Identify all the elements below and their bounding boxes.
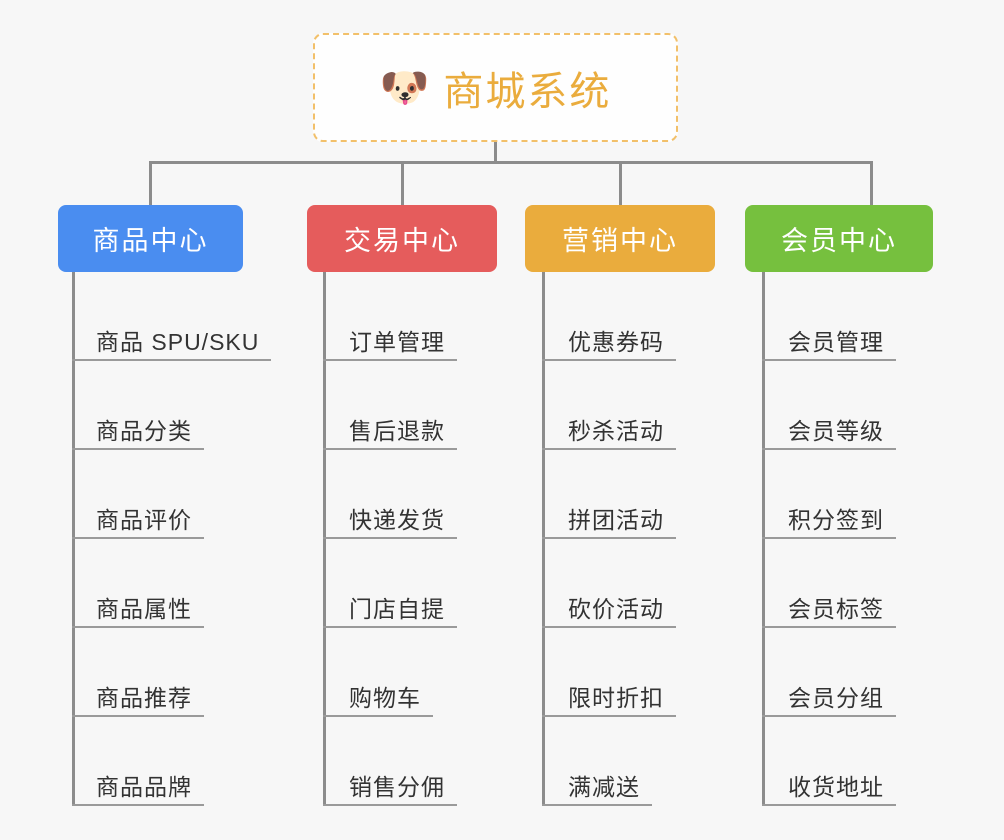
list-item-label: 限时折扣 — [568, 685, 664, 711]
list-item[interactable]: 积分签到 — [745, 450, 933, 539]
list-item[interactable]: 砍价活动 — [525, 539, 715, 628]
list-item[interactable]: 会员等级 — [745, 361, 933, 450]
list-item-label: 售后退款 — [349, 418, 445, 444]
column-2: 交易中心订单管理售后退款快递发货门店自提购物车销售分佣 — [307, 205, 497, 806]
list-item-underline — [762, 804, 896, 806]
column-items-3: 优惠券码秒杀活动拼团活动砍价活动限时折扣满减送 — [525, 272, 715, 806]
connector-drop-3 — [619, 161, 622, 207]
list-item-label: 秒杀活动 — [568, 418, 664, 444]
list-item-underline — [542, 448, 676, 450]
list-item-label: 拼团活动 — [568, 507, 664, 533]
list-item-underline — [762, 715, 896, 717]
list-item-label: 销售分佣 — [349, 774, 445, 800]
list-item-label: 会员分组 — [788, 685, 884, 711]
list-item-label: 商品推荐 — [96, 685, 192, 711]
connector-drop-4 — [870, 161, 873, 207]
tree-trunk-line-4 — [762, 272, 765, 806]
list-item-underline — [72, 804, 204, 806]
list-item[interactable]: 门店自提 — [307, 539, 497, 628]
tree-trunk-line-1 — [72, 272, 75, 806]
list-item[interactable]: 购物车 — [307, 628, 497, 717]
list-item[interactable]: 商品品牌 — [58, 717, 243, 806]
list-item-label: 门店自提 — [349, 596, 445, 622]
column-items-4: 会员管理会员等级积分签到会员标签会员分组收货地址 — [745, 272, 933, 806]
list-item-label: 商品评价 — [96, 507, 192, 533]
list-item[interactable]: 优惠券码 — [525, 272, 715, 361]
column-header-1[interactable]: 商品中心 — [58, 205, 243, 272]
list-item[interactable]: 快递发货 — [307, 450, 497, 539]
list-item[interactable]: 会员标签 — [745, 539, 933, 628]
list-item[interactable]: 限时折扣 — [525, 628, 715, 717]
list-item[interactable]: 售后退款 — [307, 361, 497, 450]
list-item[interactable]: 满减送 — [525, 717, 715, 806]
root-title: 商城系统 — [443, 69, 612, 114]
list-item[interactable]: 会员管理 — [745, 272, 933, 361]
shiba-dog-emoji-icon: 🐶 — [379, 65, 430, 110]
list-item-underline — [72, 715, 204, 717]
column-header-2[interactable]: 交易中心 — [307, 205, 497, 272]
list-item-underline — [762, 537, 896, 539]
list-item-underline — [323, 804, 457, 806]
connector-root-stem — [494, 142, 497, 164]
list-item-underline — [323, 537, 457, 539]
root-node[interactable]: 🐶 商城系统 — [313, 33, 678, 142]
list-item-label: 积分签到 — [788, 507, 884, 533]
list-item-label: 商品品牌 — [96, 774, 192, 800]
list-item-underline — [542, 626, 676, 628]
list-item[interactable]: 商品分类 — [58, 361, 243, 450]
list-item-underline — [762, 359, 896, 361]
list-item-label: 商品分类 — [96, 418, 192, 444]
list-item[interactable]: 销售分佣 — [307, 717, 497, 806]
column-header-3[interactable]: 营销中心 — [525, 205, 715, 272]
list-item[interactable]: 商品推荐 — [58, 628, 243, 717]
list-item-underline — [323, 715, 433, 717]
list-item-label: 快递发货 — [349, 507, 445, 533]
list-item-underline — [72, 359, 271, 361]
list-item-underline — [323, 626, 457, 628]
list-item-underline — [762, 448, 896, 450]
list-item-label: 会员标签 — [788, 596, 884, 622]
connector-horizontal-bar — [149, 161, 872, 164]
list-item-label: 收货地址 — [788, 774, 884, 800]
list-item-label: 满减送 — [568, 774, 640, 800]
tree-trunk-line-3 — [542, 272, 545, 806]
list-item-underline — [542, 537, 676, 539]
list-item-label: 砍价活动 — [568, 596, 664, 622]
list-item-underline — [542, 715, 676, 717]
list-item[interactable]: 收货地址 — [745, 717, 933, 806]
list-item-underline — [72, 448, 204, 450]
column-3: 营销中心优惠券码秒杀活动拼团活动砍价活动限时折扣满减送 — [525, 205, 715, 806]
list-item-label: 会员管理 — [788, 329, 884, 355]
column-items-2: 订单管理售后退款快递发货门店自提购物车销售分佣 — [307, 272, 497, 806]
list-item-label: 商品 SPU/SKU — [96, 329, 260, 355]
list-item-underline — [542, 804, 652, 806]
list-item-underline — [72, 626, 204, 628]
connector-drop-1 — [149, 161, 152, 207]
list-item-label: 商品属性 — [96, 596, 192, 622]
column-1: 商品中心商品 SPU/SKU 商品分类商品评价商品属性商品推荐商品品牌 — [58, 205, 271, 806]
list-item-label: 购物车 — [349, 685, 421, 711]
list-item[interactable]: 商品属性 — [58, 539, 243, 628]
list-item-label: 订单管理 — [349, 329, 445, 355]
list-item[interactable]: 订单管理 — [307, 272, 497, 361]
list-item-label: 会员等级 — [788, 418, 884, 444]
list-item[interactable]: 会员分组 — [745, 628, 933, 717]
list-item-underline — [542, 359, 676, 361]
connector-drop-2 — [401, 161, 404, 207]
list-item-label: 优惠券码 — [568, 329, 664, 355]
column-header-4[interactable]: 会员中心 — [745, 205, 933, 272]
list-item-underline — [72, 537, 204, 539]
column-4: 会员中心会员管理会员等级积分签到会员标签会员分组收货地址 — [745, 205, 933, 806]
list-item[interactable]: 商品评价 — [58, 450, 243, 539]
list-item[interactable]: 拼团活动 — [525, 450, 715, 539]
list-item-underline — [323, 359, 457, 361]
list-item[interactable]: 商品 SPU/SKU — [58, 272, 271, 361]
tree-trunk-line-2 — [323, 272, 326, 806]
list-item[interactable]: 秒杀活动 — [525, 361, 715, 450]
column-items-1: 商品 SPU/SKU 商品分类商品评价商品属性商品推荐商品品牌 — [58, 272, 271, 806]
list-item-underline — [762, 626, 896, 628]
list-item-underline — [323, 448, 457, 450]
